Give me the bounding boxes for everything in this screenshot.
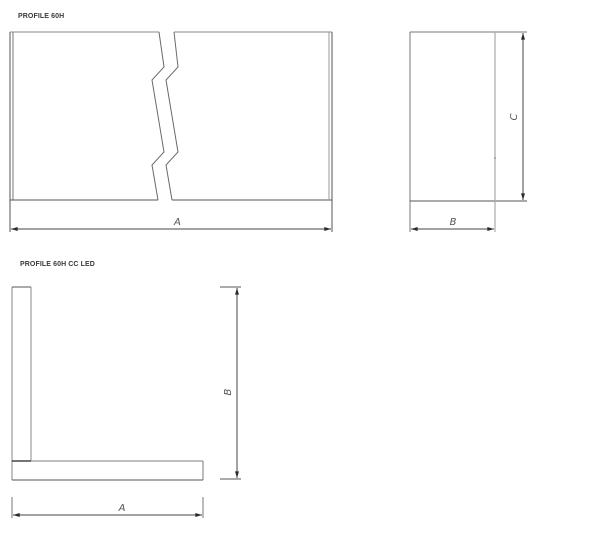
side-view-profile-60h — [409, 31, 527, 232]
section-title-profile-60h-cc-led: PROFILE 60H CC LED — [20, 261, 95, 268]
section-title-profile-60h: PROFILE 60H — [18, 13, 65, 20]
dimension-label-a: A — [173, 217, 181, 228]
front-view-profile-60h — [9, 31, 333, 232]
dimension-label-b-l: B — [223, 388, 234, 395]
dimension-label-b: B — [450, 217, 457, 228]
dimension-label-c: C — [509, 113, 520, 120]
l-profile-cc-led — [11, 286, 241, 518]
dimension-label-a-l: A — [118, 503, 126, 514]
